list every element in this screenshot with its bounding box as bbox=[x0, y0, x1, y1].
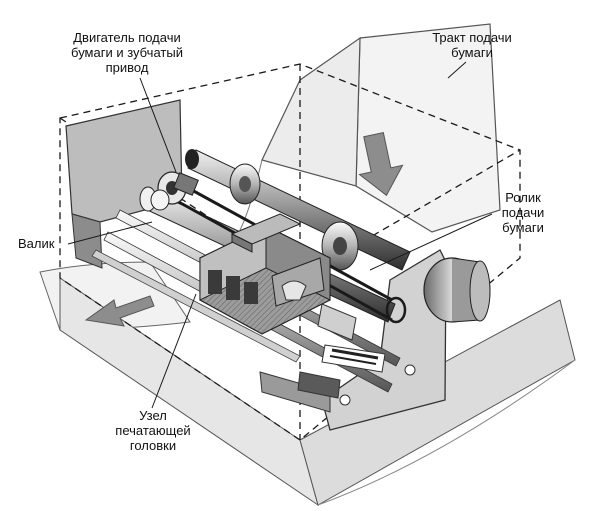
label-print-head-assembly: Узел печатающей головки bbox=[108, 408, 198, 453]
label-line: бумаги bbox=[451, 45, 493, 60]
label-line: бумаги и зубчатый bbox=[71, 45, 183, 60]
label-line: Валик bbox=[18, 236, 55, 251]
label-line: головки bbox=[129, 438, 177, 453]
label-line: привод bbox=[105, 60, 149, 75]
label-line: бумаги bbox=[502, 220, 544, 235]
paper-feed-roller bbox=[185, 149, 411, 271]
motor-gear-assembly bbox=[150, 171, 199, 211]
paper-feed-motor bbox=[423, 257, 491, 323]
label-paper-feed-motor: Двигатель подачи бумаги и зубчатый приво… bbox=[62, 30, 192, 75]
paper-in-arrow-icon bbox=[358, 132, 404, 197]
paper-out-arrow-icon bbox=[84, 295, 155, 327]
print-head-assembly bbox=[199, 213, 331, 335]
label-platen: Валик bbox=[18, 236, 68, 251]
leader-lines bbox=[67, 61, 493, 409]
label-paper-path: Тракт подачи бумаги bbox=[412, 30, 532, 60]
front-bracket bbox=[259, 303, 357, 413]
label-line: Узел bbox=[139, 408, 167, 423]
label-line: Тракт подачи bbox=[432, 30, 512, 45]
ribbon-label-plate bbox=[321, 344, 386, 373]
label-paper-feed-roller: Ролик подачи бумаги bbox=[488, 190, 558, 235]
label-line: Двигатель подачи bbox=[73, 30, 181, 45]
label-line: печатающей bbox=[115, 423, 191, 438]
label-line: Ролик bbox=[505, 190, 541, 205]
label-line: подачи bbox=[501, 205, 545, 220]
